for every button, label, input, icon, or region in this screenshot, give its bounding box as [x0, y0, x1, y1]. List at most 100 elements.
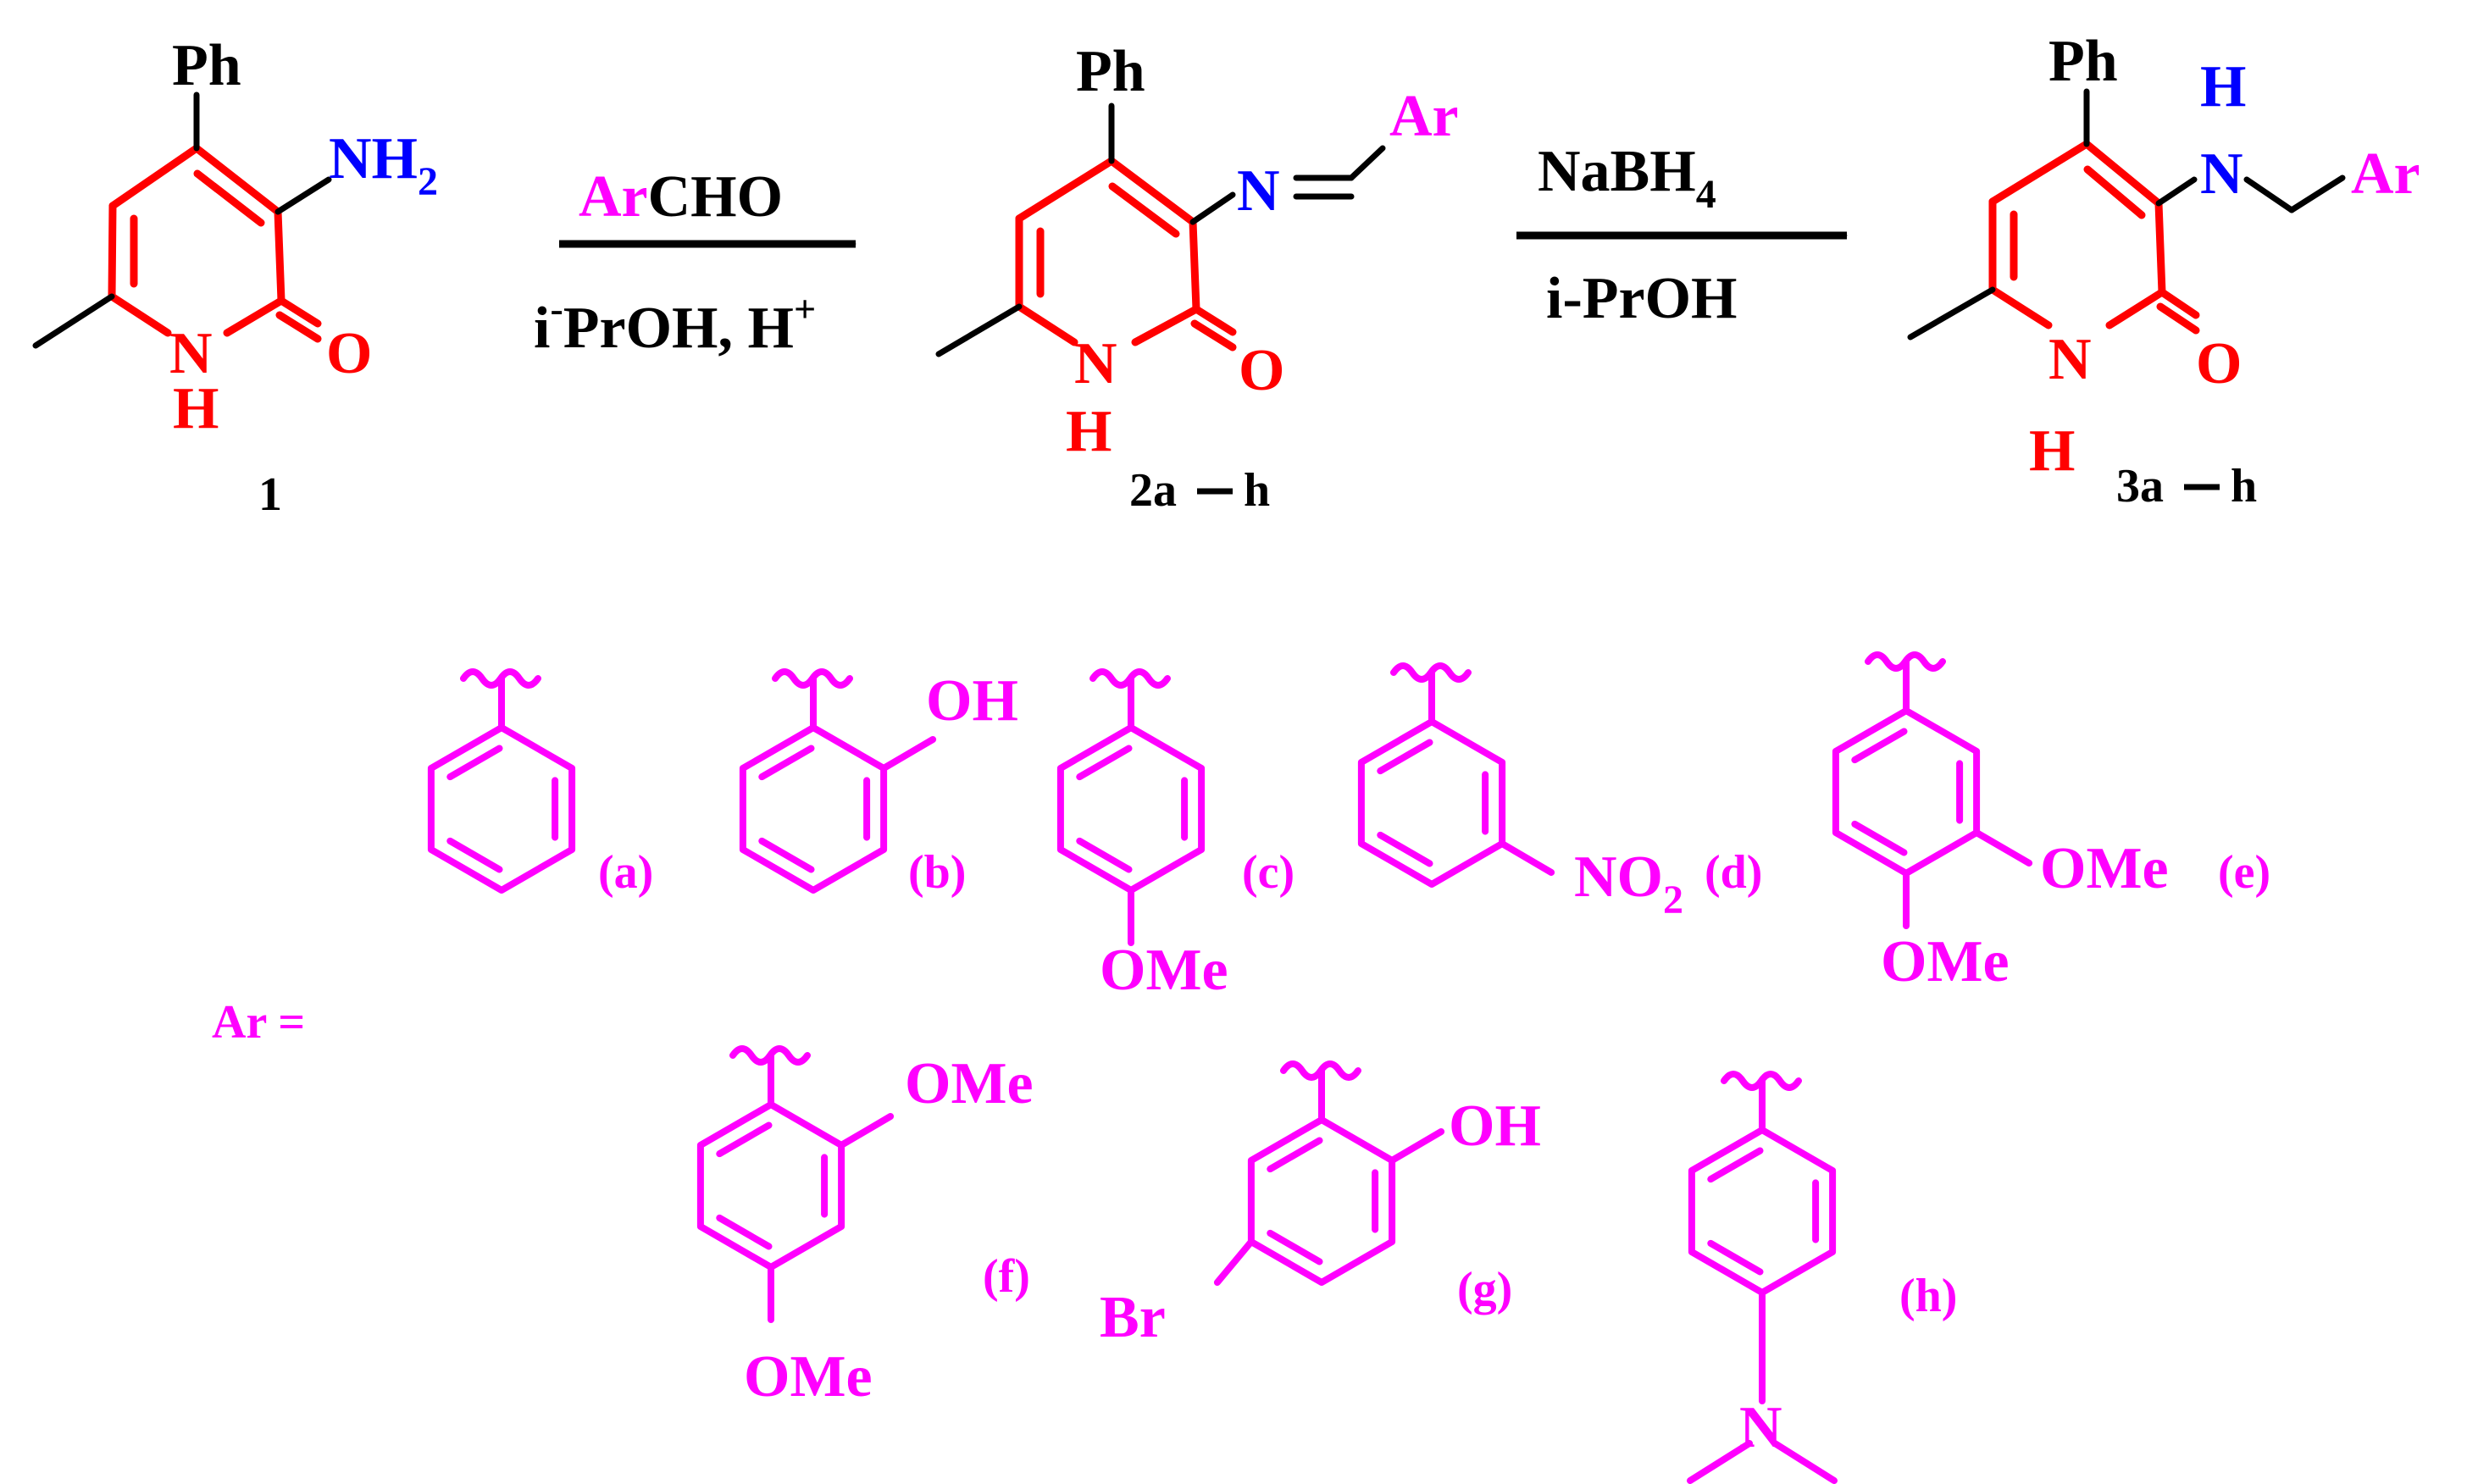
reactant-ring-bonds [108, 144, 322, 343]
aryl-ring-g-inner-bond [1267, 1137, 1323, 1173]
aryl-b-wavy-bond [772, 668, 853, 689]
reactant-ring-nitrogen: N [169, 321, 213, 386]
ar-definition-label: Ar = [212, 996, 305, 1049]
aryl-b-oh-bond [880, 736, 937, 772]
aryl-ring-d-inner-bond [1377, 831, 1433, 867]
reactant-phenyl-label: Ph [172, 33, 241, 98]
aryl-h-methyl-right-bond [1771, 1440, 1838, 1484]
aryl-ring-a-inner-bond [446, 745, 503, 781]
imine-compound-2: Ph N Ar N H O 2a h [935, 39, 1459, 517]
amine-compound-3: Ph H N Ar N H O 3a h [1907, 29, 2420, 512]
reaction-arrow-2: NaBH4 i-PrOH [1516, 139, 1848, 331]
imine-ring-nitrogen: N [1074, 331, 1117, 396]
aryl-a-wavy-bond [460, 668, 541, 689]
imine-phenyl-label: Ph [1076, 39, 1145, 104]
aryl-ring-b-inner-bond [758, 837, 815, 873]
amine-nh-nitrogen: N [2200, 141, 2243, 207]
imine-compound-number: 2a h [1129, 464, 1270, 517]
svg-text:3a: 3a [2116, 460, 2164, 512]
aryl-ring-d [1357, 718, 1506, 888]
reactant-amine-group: NH2 [329, 126, 438, 204]
amine-phenyl-label: Ph [2048, 29, 2118, 94]
imine-carbonyl-oxygen: O [1239, 338, 1284, 403]
svg-text:h: h [2231, 460, 2257, 512]
aryl-c-wavy-bond [1089, 668, 1171, 689]
reaction-arrow-1: ArCHO i-PrOH, H+ [534, 164, 857, 361]
reactant-compound-1: Ph NH2 N H O 1 [32, 33, 438, 521]
aryl-label-g: (g) [1457, 1263, 1512, 1315]
aryl-ring-b [739, 724, 888, 894]
aryl-e-ome-meta: OMe [2040, 836, 2169, 901]
aryl-g-br: Br [1100, 1285, 1166, 1350]
aryl-ring-e [1832, 707, 1981, 877]
aryl-ring-c-inner-bond [1076, 745, 1133, 781]
aryl-label-b: (b) [908, 846, 966, 899]
arrow2-reagent: NaBH4 [1538, 139, 1716, 217]
aryl-f-ome-para: OMe [744, 1344, 873, 1409]
aryl-label-h: (h) [1899, 1270, 1957, 1322]
aryl-g-br-bond [1213, 1238, 1255, 1286]
imine-ring-bonds [1015, 157, 1237, 352]
imine-ring-hydrogen: H [1066, 399, 1112, 464]
aryl-h-methyl-left-bond [1687, 1440, 1753, 1484]
amine-aryl-label: Ar [2351, 141, 2420, 207]
amine-nh-hydrogen: H [2200, 54, 2246, 119]
aryl-g-oh: OH [1449, 1094, 1541, 1159]
amine-carbonyl-oxygen: O [2196, 331, 2242, 396]
reactant-compound-number: 1 [258, 468, 282, 521]
arrow2-solvent: i-PrOH [1546, 266, 1737, 331]
aryl-d-nitro: NO2 [1574, 844, 1683, 922]
aryl-label-a: (a) [598, 846, 653, 899]
aryl-label-f: (f) [983, 1250, 1030, 1303]
reactant-ring-hydrogen: H [173, 376, 219, 441]
aryl-h-wavy-bond [1721, 1071, 1802, 1091]
aryl-label-e: (e) [2218, 846, 2270, 899]
aryl-ring-b-inner-bond [758, 745, 815, 781]
amine-ring-bonds [1988, 140, 2200, 335]
aryl-substituent-bonds [460, 651, 2033, 1484]
aryl-ring-h [1688, 1127, 1837, 1296]
aryl-ring-h-inner-bond [1707, 1239, 1764, 1276]
aryl-f-ome-ortho-bond [838, 1113, 895, 1149]
arrow1-conditions: i-PrOH, H+ [534, 287, 816, 361]
aryl-b-oh: OH [926, 668, 1018, 734]
imine-aryl-label: Ar [1389, 84, 1459, 149]
aryl-ring-d-inner-bond [1377, 739, 1433, 775]
aryl-label-d: (d) [1705, 846, 1762, 899]
aryl-e-wavy-bond [1865, 651, 1946, 672]
aryl-f-wavy-bond [729, 1045, 811, 1066]
aryl-ring-g-inner-bond [1267, 1229, 1323, 1265]
aryl-ring-g [1247, 1116, 1396, 1286]
aryl-f-ome-ortho: OMe [905, 1051, 1034, 1116]
amine-compound-number: 3a h [2116, 460, 2257, 512]
aryl-e-ome-para: OMe [1881, 929, 2010, 994]
aryl-ring-a-inner-bond [446, 837, 503, 873]
aryl-ring-a [427, 724, 576, 894]
aryl-ring-c-inner-bond [1076, 837, 1133, 873]
aryl-ring-f [696, 1101, 845, 1271]
aryl-h-nitrogen: N [1739, 1395, 1782, 1460]
amine-ring-hydrogen: H [2029, 418, 2075, 484]
arrow1-reagent: ArCHO [579, 164, 783, 230]
imine-nitrogen: N [1237, 158, 1280, 224]
aryl-ring-e-inner-bond [1851, 728, 1908, 764]
svg-text:h: h [1244, 464, 1270, 517]
aryl-g-wavy-bond [1280, 1060, 1361, 1081]
amine-ring-nitrogen: N [2048, 327, 2092, 392]
aryl-c-ome: OMe [1100, 938, 1228, 1003]
amine-substituent-bonds [1907, 88, 2346, 341]
aryl-d-wavy-bond [1390, 662, 1472, 683]
svg-text:2a: 2a [1129, 464, 1177, 517]
reactant-carbonyl-oxygen: O [326, 321, 372, 386]
aryl-g-oh-bond [1389, 1128, 1445, 1164]
reactant-substituent-bonds [32, 91, 332, 349]
aryl-ring-f-inner-bond [716, 1121, 773, 1158]
aryl-ring-h-inner-bond [1707, 1147, 1764, 1183]
aryl-ring-c [1056, 724, 1206, 894]
imine-substituent-bonds [935, 102, 1386, 357]
aryl-e-ome-meta-bond [1973, 829, 2033, 867]
aryl-ring-e-inner-bond [1851, 820, 1908, 856]
aryl-d-nitro-bond [1499, 840, 1555, 876]
aryl-label-c: (c) [1242, 846, 1294, 899]
